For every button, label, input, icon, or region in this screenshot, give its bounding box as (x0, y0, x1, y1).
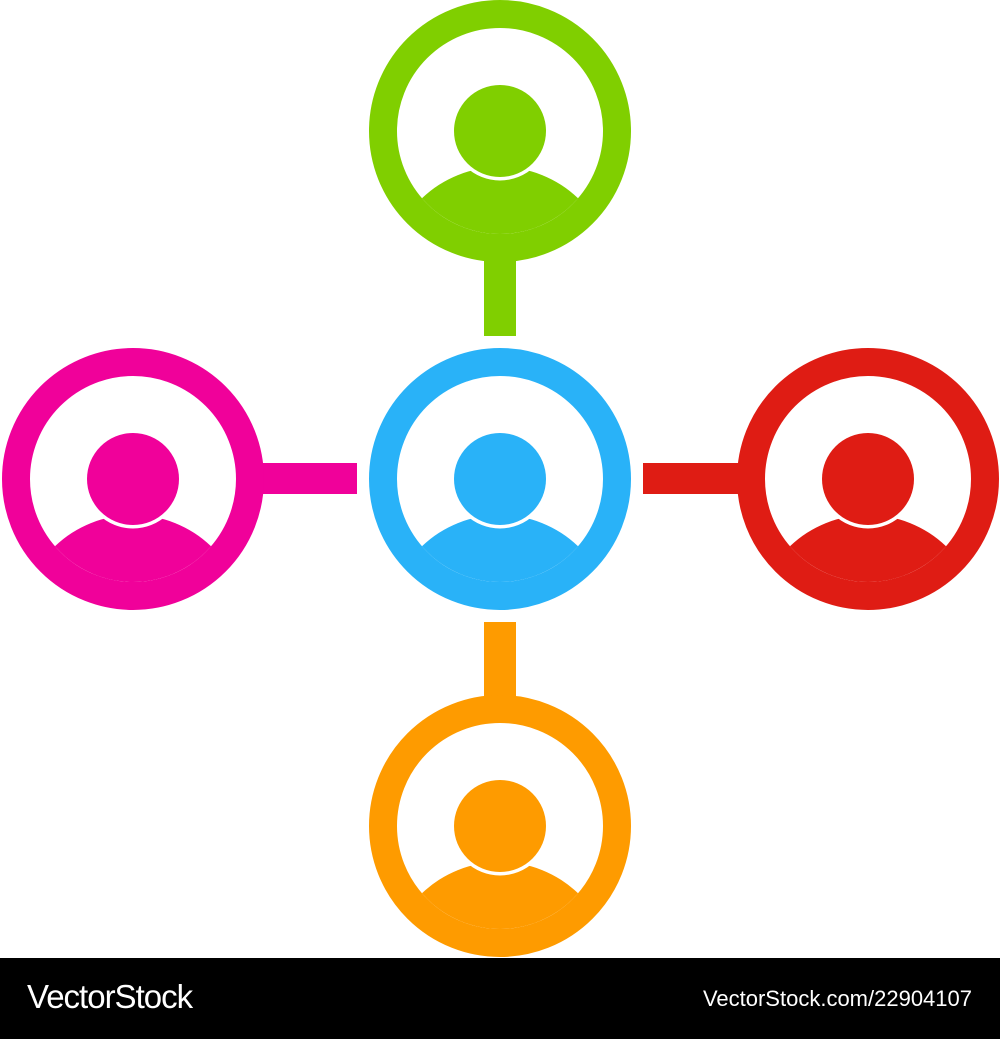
watermark-footer: VectorStock VectorStock.com/22904107 (0, 958, 1000, 1039)
person-node-center (369, 348, 631, 610)
node-ring (737, 348, 999, 610)
person-node-top (369, 0, 631, 262)
node-ring (369, 348, 631, 610)
node-ring (2, 348, 264, 610)
person-node-bottom (369, 695, 631, 957)
connector-bottom (484, 622, 516, 698)
person-node-right (737, 348, 999, 610)
connector-top (484, 260, 516, 336)
person-node-left (2, 348, 264, 610)
connector-right (643, 463, 739, 494)
people-network-diagram (2, 0, 999, 957)
image-id-label: VectorStock.com/22904107 (702, 986, 972, 1011)
connector-left (262, 463, 357, 494)
node-ring (369, 0, 631, 262)
vectorstock-logo: VectorStock (27, 978, 193, 1015)
node-ring (369, 695, 631, 957)
